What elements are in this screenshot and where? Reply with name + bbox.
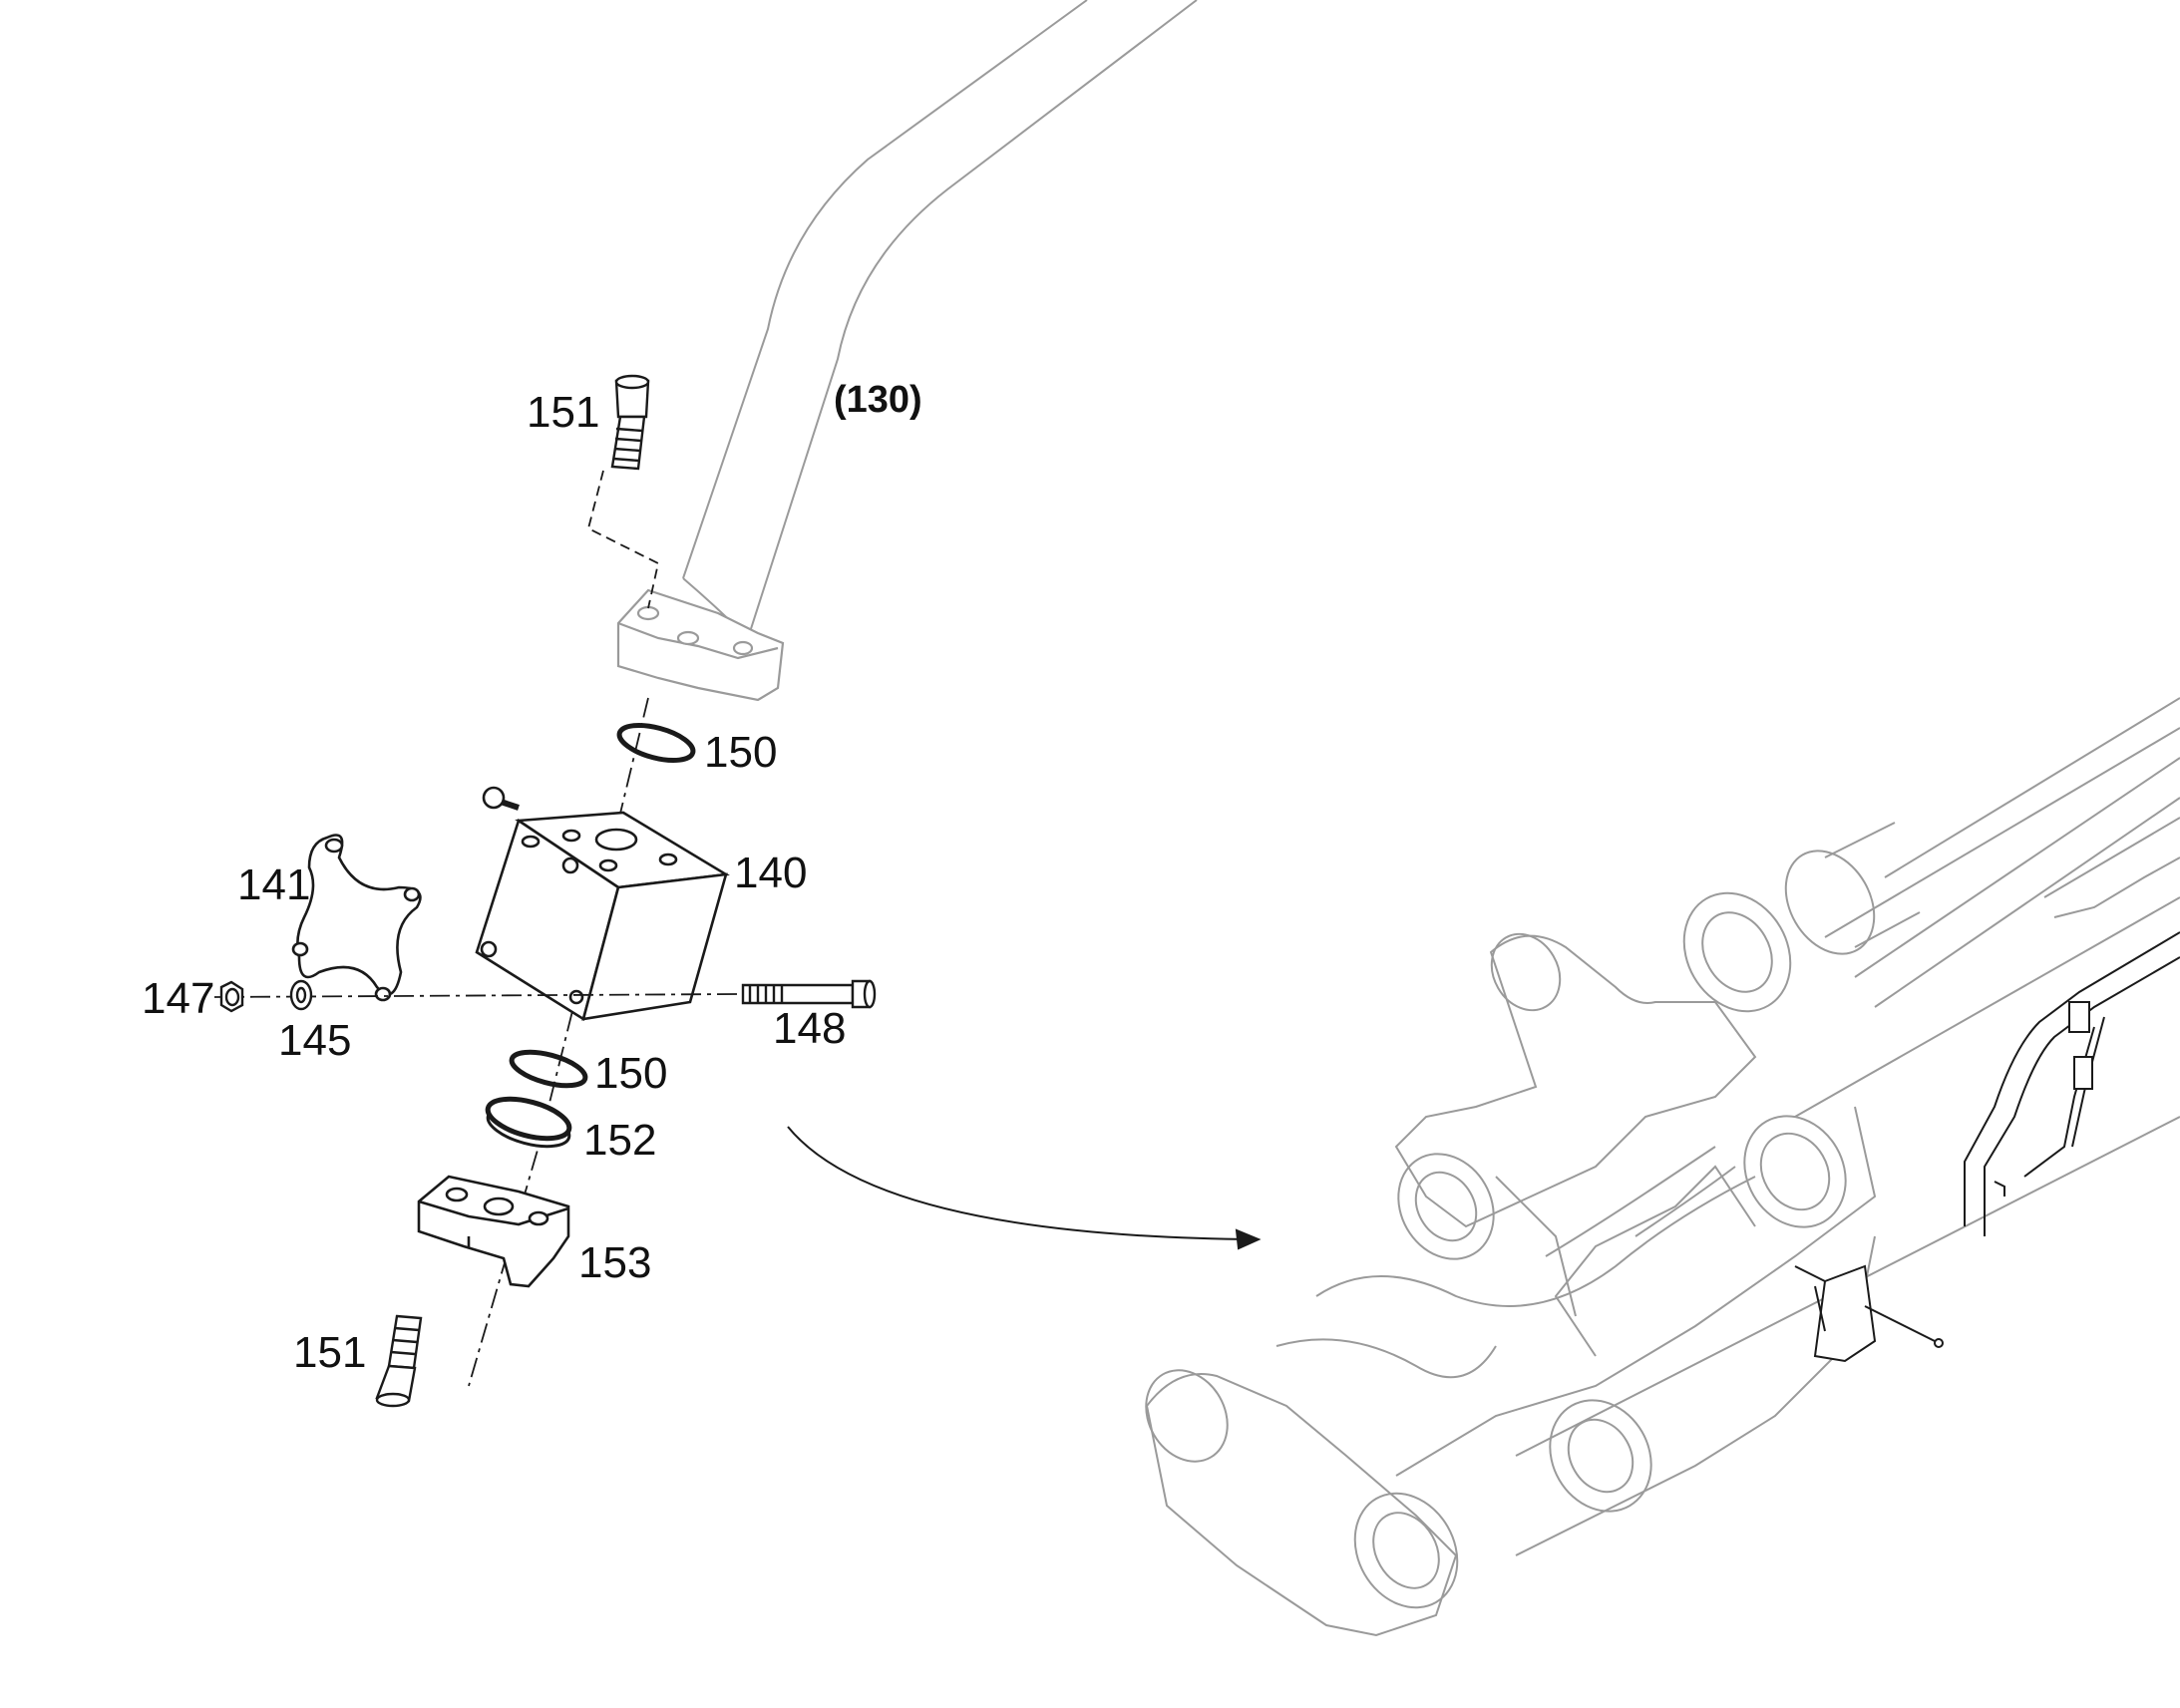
callout-153: 153 [578, 1238, 652, 1287]
callout-148: 148 [773, 1004, 847, 1053]
hydraulic-lines-right [1794, 817, 2180, 1363]
lower-flange-153 [417, 1175, 570, 1288]
callout-150-top: 150 [704, 728, 778, 777]
callout-152: 152 [583, 1116, 657, 1165]
bolt-151-top [610, 374, 650, 471]
callout-140: 140 [734, 849, 808, 897]
callout-150-bottom: 150 [594, 1049, 668, 1098]
gasket-141 [291, 834, 422, 1002]
valve-block-140 [475, 786, 730, 1022]
o-ring-150-bottom [509, 1049, 588, 1089]
bolt-148 [741, 979, 877, 1009]
callout-130: (130) [834, 379, 922, 421]
machine-boom-assembly [1145, 697, 2180, 1637]
pipe-130 [682, 0, 1198, 639]
callout-151-top: 151 [527, 388, 600, 437]
bolt-151-bottom [375, 1314, 423, 1408]
callout-145: 145 [278, 1016, 352, 1065]
leader-bolt-top [586, 470, 660, 609]
callout-151-bottom: 151 [293, 1328, 367, 1377]
callout-147: 147 [142, 974, 215, 1023]
callout-141: 141 [237, 860, 311, 909]
nut-147 [219, 980, 244, 1013]
pointer-arrow [787, 1126, 1262, 1250]
seal-152 [485, 1096, 572, 1149]
upper-flange [616, 588, 785, 702]
o-ring-150-top [616, 722, 696, 764]
washer-145 [289, 979, 313, 1011]
